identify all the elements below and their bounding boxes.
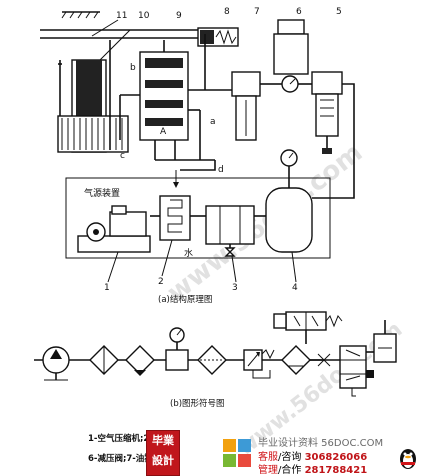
promo-contact-manage: 管理/合作 281788421 <box>258 461 367 476</box>
symbol-diagram <box>34 311 397 397</box>
label-5: 5 <box>336 7 342 17</box>
reducing-valve-symbol <box>243 349 275 379</box>
leader-3 <box>231 255 237 283</box>
filter-5 <box>311 71 343 154</box>
promo-sep-1: /咨询 <box>278 452 302 463</box>
lubricator-symbol <box>281 345 311 375</box>
compressor-symbol <box>42 346 70 381</box>
label-9: 9 <box>176 11 182 21</box>
label-1: 1 <box>104 283 110 293</box>
label-10: 10 <box>138 11 150 21</box>
structure-diagram <box>40 11 355 259</box>
air-compressor-1 <box>77 205 151 253</box>
leader-2 <box>161 239 173 277</box>
legend-line-1: 1-空气压缩机;2-冷 <box>88 434 162 444</box>
leader-4 <box>291 251 297 283</box>
leader-1 <box>107 251 119 283</box>
separator-symbol <box>125 345 155 376</box>
promo-role-2: 管理 <box>258 465 278 476</box>
badge-text-top: 毕業 <box>152 434 174 447</box>
puzzle-icon <box>223 439 251 467</box>
label-3: 3 <box>232 283 238 293</box>
caption-a: (a)结构原理图 <box>158 294 212 305</box>
label-8: 8 <box>224 7 230 17</box>
label-a: a <box>210 117 216 127</box>
label-c: c <box>120 151 125 161</box>
label-7: 7 <box>254 7 260 17</box>
pressure-reducing-valve-6 <box>272 19 312 93</box>
cylinder-10 <box>57 40 129 153</box>
directional-valve-9 <box>119 40 200 160</box>
upper-valve-symbol <box>273 311 343 344</box>
footer-bar: 1-空气压缩机;2-冷 6-减压阀;7-油雾 毕業 設計 毕业设计资料 56DO… <box>0 430 423 476</box>
lubricator-7 <box>231 71 272 141</box>
cross-line-2 <box>317 353 331 367</box>
control-valve-symbol <box>339 345 374 397</box>
promo-phone-2[interactable]: 281788421 <box>304 465 368 476</box>
caption-b: (b)图形符号图 <box>170 398 225 409</box>
air-receiver-4 <box>254 149 342 253</box>
promo-role-1: 客服 <box>258 452 278 463</box>
air-source-box <box>65 177 331 259</box>
filter-symbol <box>197 345 227 375</box>
label-11: 11 <box>116 11 127 21</box>
promo-site-text[interactable]: 毕业设计资料 56DOC.COM <box>258 438 384 449</box>
oil-water-separator-3 <box>190 205 255 257</box>
ground-hatch <box>61 11 100 19</box>
promo-sep-2: /合作 <box>278 465 302 476</box>
label-d: d <box>218 165 224 175</box>
pipe-d-down <box>180 160 216 171</box>
promo-contact-service: 客服/咨询 306826066 <box>258 448 367 463</box>
spring-actuator-8 <box>197 27 239 47</box>
actuator-cylinder-symbol <box>373 320 397 363</box>
label-air-source: 气源装置 <box>84 187 120 199</box>
badge-text-bottom: 設計 <box>152 454 174 467</box>
receiver-symbol <box>165 327 189 371</box>
label-b: b <box>130 63 136 73</box>
label-6: 6 <box>296 7 302 17</box>
pipe-return <box>342 83 355 199</box>
qq-penguin-icon[interactable] <box>396 446 420 470</box>
cooler-2 <box>150 195 191 241</box>
label-water: 水 <box>184 247 193 259</box>
leader-10 <box>99 29 131 61</box>
label-2: 2 <box>158 277 164 287</box>
label-A: A <box>160 127 167 137</box>
watermark-text: www.56doc.com <box>162 138 368 309</box>
cooler-symbol <box>89 345 119 375</box>
label-4: 4 <box>292 283 298 293</box>
legend-line-2: 6-减压阀;7-油雾 <box>88 454 153 464</box>
promo-phone-1[interactable]: 306826066 <box>304 452 368 463</box>
brand-badge[interactable]: 毕業 設計 <box>146 430 180 476</box>
promo-box[interactable]: 毕业设计资料 56DOC.COM 客服/咨询 306826066 管理/合作 2… <box>222 432 422 476</box>
leader-11 <box>91 19 119 37</box>
